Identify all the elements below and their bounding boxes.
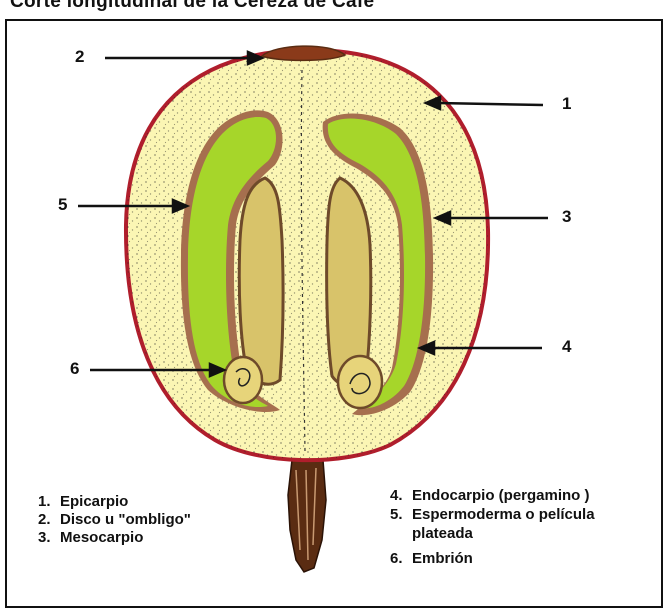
- callout-5: 5: [58, 195, 67, 215]
- legend-item-1: 1.Epicarpio: [38, 493, 191, 511]
- legend-item-6: 6.Embrión: [390, 549, 595, 568]
- callout-1: 1: [562, 94, 571, 114]
- legend-item-3: 3.Mesocarpio: [38, 529, 191, 547]
- legend-right: 4.Endocarpio (pergamino ) 5.Espermoderma…: [390, 486, 595, 568]
- callout-4: 4: [562, 337, 571, 357]
- left-embryo: [224, 357, 262, 403]
- legend-item-2: 2.Disco u "ombligo": [38, 511, 191, 529]
- callout-2: 2: [75, 47, 84, 67]
- right-embryo: [338, 356, 382, 408]
- mesocarp-speckle: [126, 50, 488, 460]
- legend-item-5-cont: plateada: [390, 524, 595, 543]
- arrow-1: [438, 103, 543, 105]
- left-bean: [239, 178, 283, 384]
- callout-3: 3: [562, 207, 571, 227]
- navel-disc: [262, 46, 345, 60]
- legend-item-4: 4.Endocarpio (pergamino ): [390, 486, 595, 505]
- callout-6: 6: [70, 359, 79, 379]
- legend-item-5: 5.Espermoderma o película: [390, 505, 595, 524]
- legend-left: 1.Epicarpio 2.Disco u "ombligo" 3.Mesoca…: [38, 493, 191, 547]
- right-bean: [327, 178, 371, 386]
